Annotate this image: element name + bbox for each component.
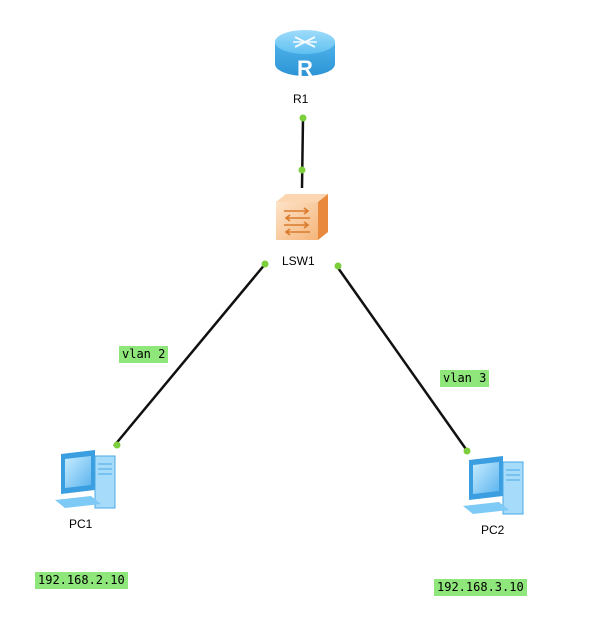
pc1-icon[interactable] — [55, 450, 116, 509]
vlan3-label[interactable]: vlan 3 — [440, 370, 490, 387]
link-switch-pc2[interactable] — [334, 264, 470, 453]
router-glyph: R — [297, 56, 313, 81]
switch-label: LSW1 — [282, 254, 315, 268]
router-icon[interactable]: R — [275, 30, 335, 81]
link-switch-pc1[interactable] — [113, 262, 267, 447]
links — [113, 117, 470, 453]
vlan2-label[interactable]: vlan 2 — [119, 346, 169, 363]
port-dot — [334, 262, 342, 270]
port-dot — [261, 260, 269, 268]
port-dot — [113, 441, 121, 449]
pc2-ip-label[interactable]: 192.168.3.10 — [434, 579, 527, 596]
port-dot — [298, 166, 306, 174]
pc2-label: PC2 — [481, 523, 505, 537]
port-dots — [113, 114, 471, 455]
port-dot — [463, 447, 471, 455]
router-label: R1 — [293, 92, 309, 106]
pc1-ip-label[interactable]: 192.168.2.10 — [35, 572, 128, 589]
pc1-label: PC1 — [69, 517, 93, 531]
port-dot — [299, 114, 307, 122]
pc2-icon[interactable] — [463, 456, 524, 515]
link-router-switch[interactable] — [300, 117, 305, 189]
switch-icon[interactable] — [276, 194, 328, 240]
